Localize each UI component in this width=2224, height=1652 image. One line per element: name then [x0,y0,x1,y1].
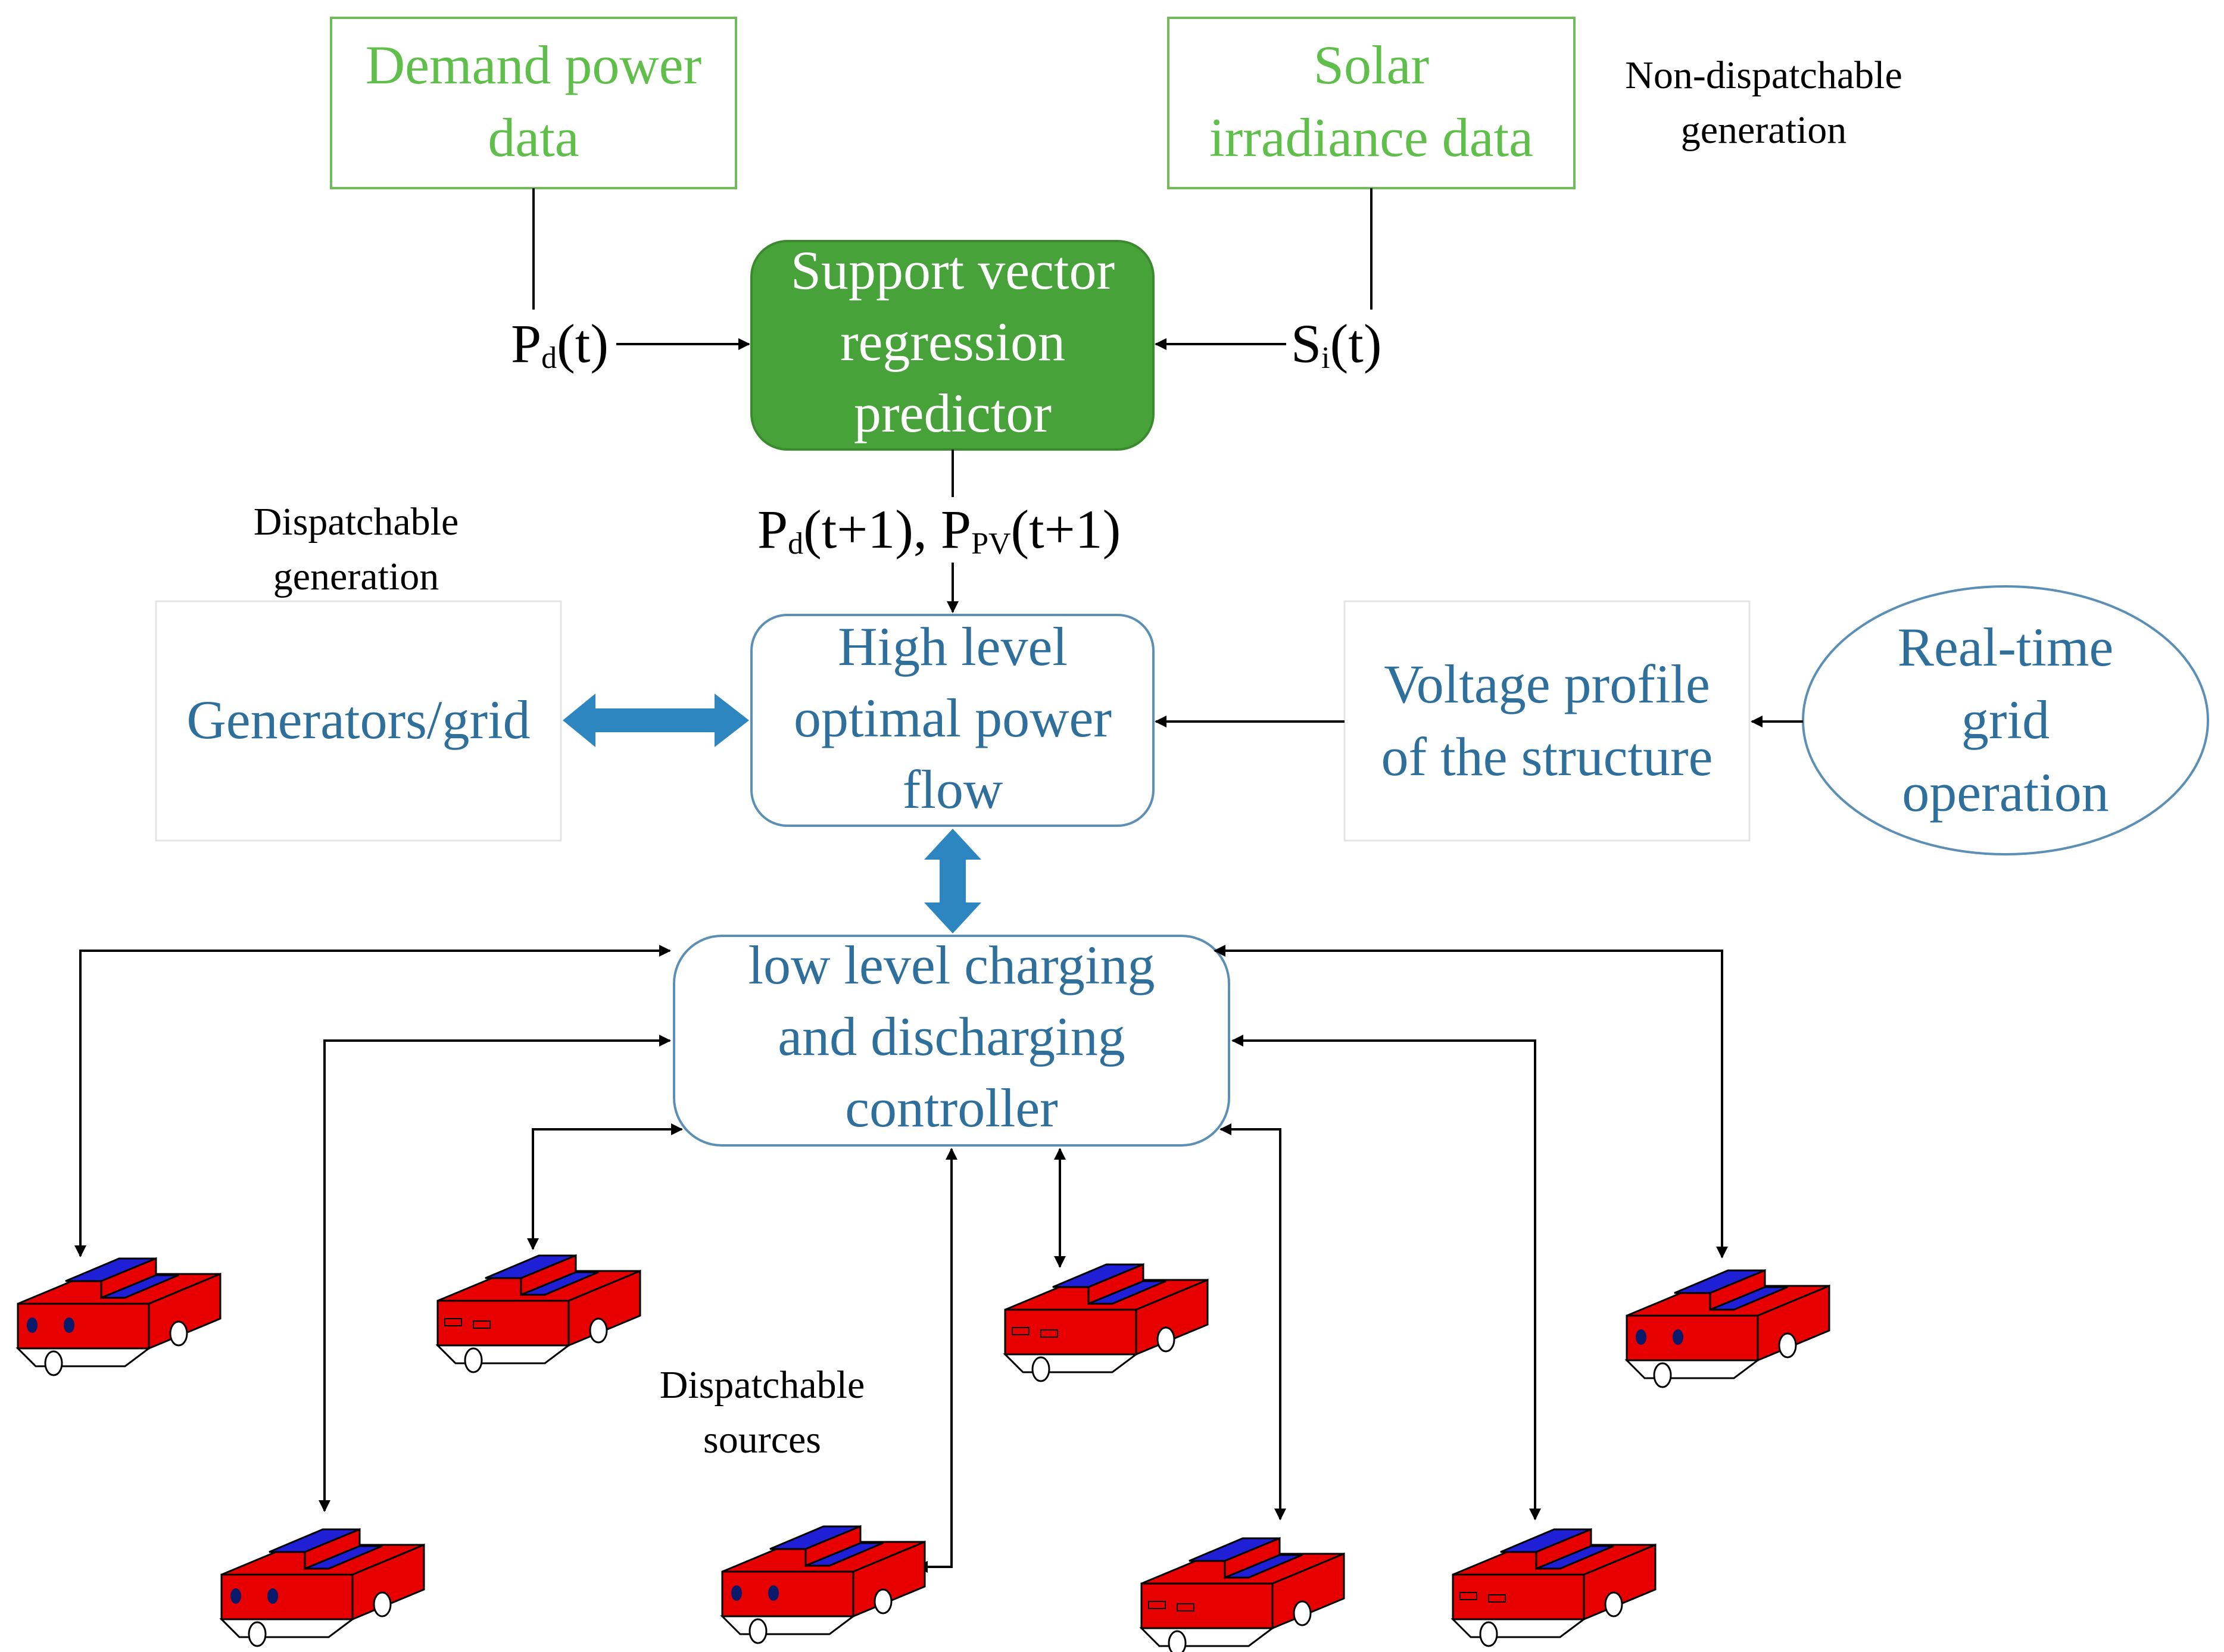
high-level-opf-box: High level optimal power flow [750,614,1155,827]
dispatchable-sources-note: Dispatchable sources [660,1363,865,1461]
demand-line-1: Demand power [366,35,702,95]
voltage-line-1: Voltage profile [1384,654,1710,714]
high-level-line-1: High level [838,616,1068,677]
dispatchable-sources-line-1: Dispatchable [660,1363,865,1407]
pd-label: Pd(t) [511,313,609,375]
low-level-line-3: controller [845,1078,1058,1138]
generators-opf-double-arrow [563,694,749,747]
generators-grid-box: Generators/grid [155,600,562,842]
connector-car-1 [74,945,671,1257]
demand-power-box: Demand power data [330,17,737,189]
low-level-line-1: low level charging [748,935,1155,995]
voltage-line-2: of the structure [1381,726,1713,787]
realtime-line-1: Real-time [1898,617,2114,677]
voltage-profile-box: Voltage profile of the structure [1343,600,1751,842]
realtime-line-2: grid [1961,689,2050,750]
low-level-line-2: and discharging [778,1006,1125,1067]
low-level-controller-box: low level charging and discharging contr… [673,935,1230,1147]
dispatchable-generation-line-1: Dispatchable [254,500,459,544]
realtime-line-3: operation [1902,762,2108,823]
non-dispatchable-line-1: Non-dispatchable [1625,54,1902,97]
connector-car-3 [527,1123,683,1250]
car-5 [220,1528,425,1647]
connector-car-7 [1231,1035,1541,1520]
dispatchable-generation-note: Dispatchable generation [254,500,459,598]
svr-predictor-box: Support vector regression predictor [750,240,1155,451]
demand-line-2: data [488,107,579,168]
high-level-line-3: flow [903,759,1003,820]
car-7 [1140,1537,1345,1652]
real-time-grid-ellipse: Real-time grid operation [1802,585,2209,855]
car-8 [1452,1528,1657,1647]
connector-car-8 [1219,1123,1286,1520]
solar-line-1: Solar [1314,35,1429,95]
dispatchable-sources-line-2: sources [703,1418,821,1461]
solar-irradiance-box: Solar irradiance data [1167,17,1576,189]
connector-car-6 [1214,945,1728,1258]
non-dispatchable-note: Non-dispatchable generation [1625,54,1902,152]
connector-car-4 [916,1148,957,1573]
svr-line-3: predictor [854,383,1052,444]
car-2 [436,1254,641,1373]
car-3 [1004,1263,1209,1382]
non-dispatchable-line-2: generation [1681,108,1847,152]
svr-line-1: Support vector [791,240,1115,301]
connector-car-2 [319,1035,671,1512]
si-label: Si(t) [1291,313,1381,375]
car-6 [721,1525,926,1644]
dispatchable-generation-line-2: generation [273,555,439,598]
car-connectors [74,945,1728,1573]
solar-line-2: irradiance data [1209,107,1533,168]
generators-label: Generators/grid [186,689,530,750]
opf-controller-double-arrow [924,829,981,933]
high-level-line-2: optimal power [794,688,1112,748]
svr-line-2: regression [840,311,1065,372]
car-1 [17,1257,222,1376]
car-4 [1626,1269,1830,1388]
forecast-label: Pd(t+1), PPV(t+1) [757,499,1121,561]
